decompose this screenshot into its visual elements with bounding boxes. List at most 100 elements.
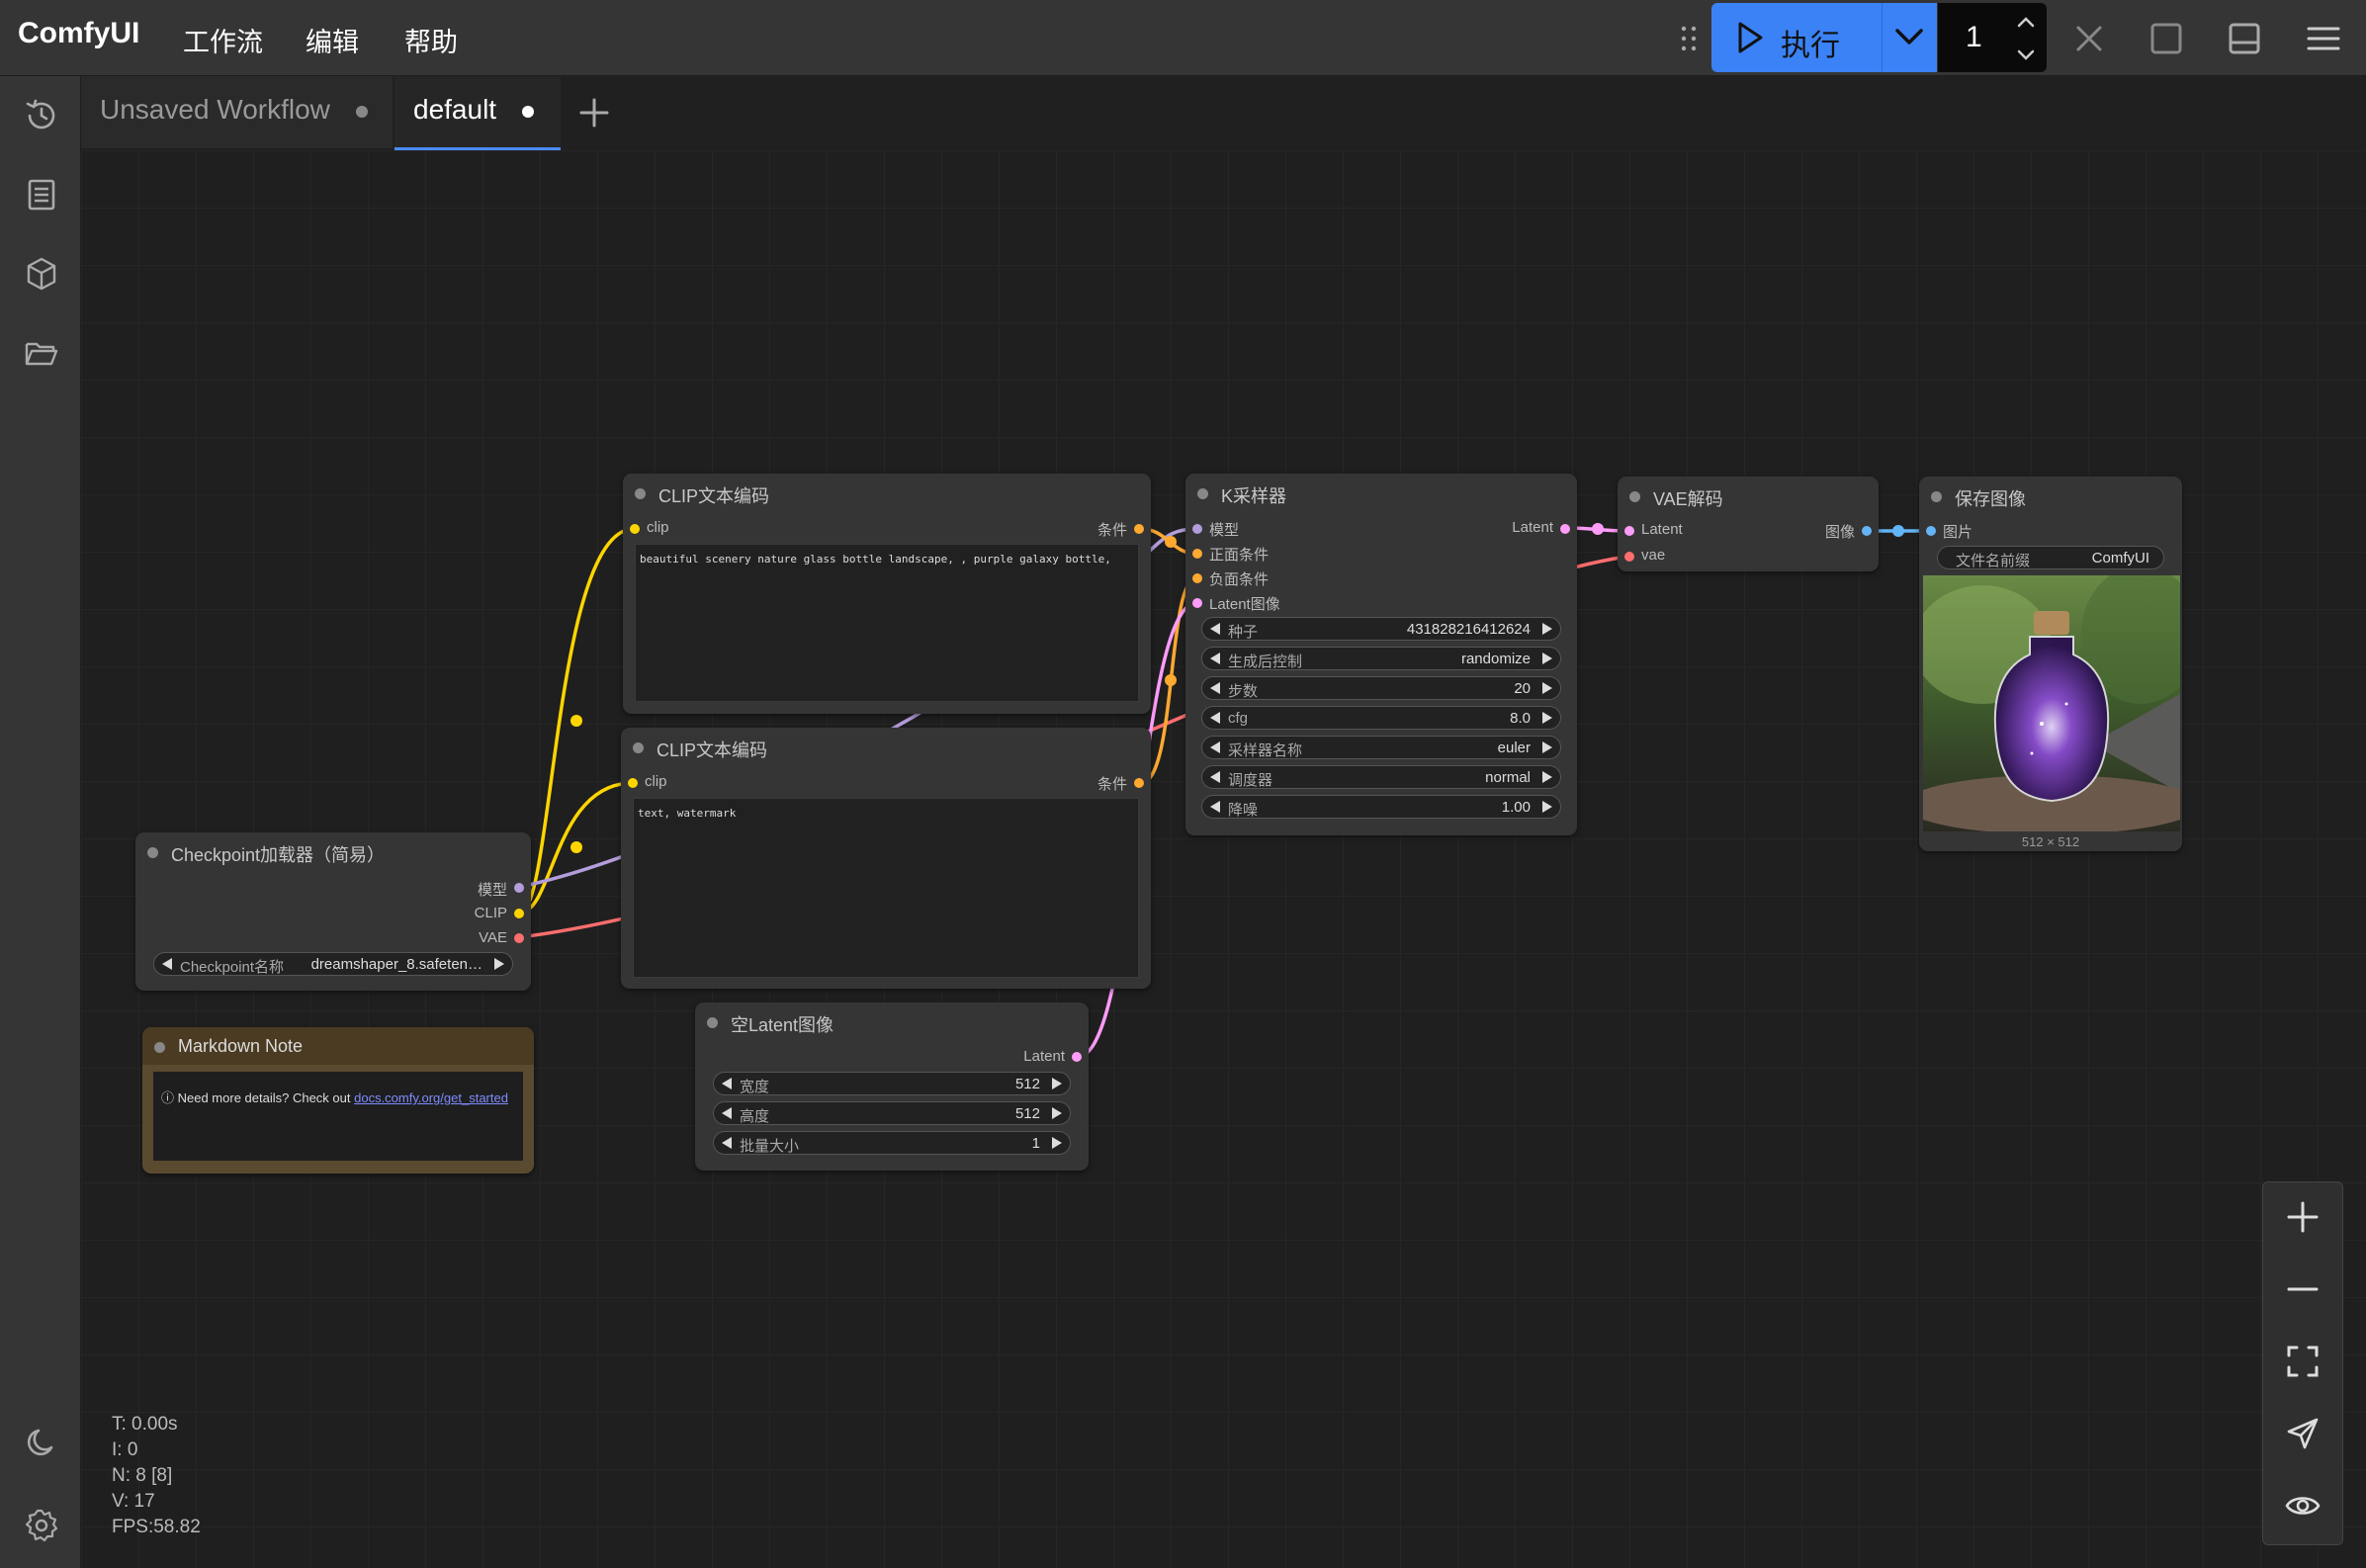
- decrement-arrow-icon[interactable]: [722, 1137, 732, 1149]
- input-slot-positive[interactable]: [1192, 549, 1202, 559]
- output-slot-vae[interactable]: [514, 933, 524, 943]
- node-title[interactable]: K采样器: [1185, 474, 1577, 511]
- run-options-chevron-icon[interactable]: [1882, 3, 1937, 72]
- increment-arrow-icon[interactable]: [1542, 682, 1552, 694]
- collapse-dot-icon[interactable]: [635, 488, 646, 499]
- note-content[interactable]: ⓘ Need more details? Check out docs.comf…: [153, 1072, 523, 1161]
- bottom-panel-icon[interactable]: [2226, 20, 2263, 57]
- workflows-folder-icon[interactable]: [24, 335, 59, 371]
- input-slot-clip[interactable]: [628, 778, 638, 788]
- pointer-mode-send-icon[interactable]: [2284, 1415, 2322, 1452]
- collapse-dot-icon[interactable]: [707, 1017, 718, 1028]
- output-slot-clip[interactable]: [514, 909, 524, 918]
- node-title[interactable]: 保存图像: [1919, 477, 2182, 514]
- node-clip-text-encode-positive[interactable]: CLIP文本编码 clip 条件 beautiful scenery natur…: [623, 474, 1151, 714]
- collapse-dot-icon[interactable]: [1629, 491, 1640, 502]
- decrement-arrow-icon[interactable]: [722, 1107, 732, 1119]
- decrement-arrow-icon[interactable]: [1210, 771, 1220, 783]
- collapse-dot-icon[interactable]: [633, 742, 644, 753]
- increment-arrow-icon[interactable]: [1542, 623, 1552, 635]
- increment-arrow-icon[interactable]: [1052, 1078, 1062, 1089]
- collapse-dot-icon[interactable]: [1931, 491, 1942, 502]
- toggle-links-eye-icon[interactable]: [2284, 1487, 2322, 1524]
- input-slot-latent[interactable]: [1624, 526, 1634, 536]
- tab-default[interactable]: default: [394, 76, 561, 150]
- settings-gear-icon[interactable]: [24, 1508, 59, 1543]
- node-title[interactable]: Markdown Note: [142, 1027, 534, 1065]
- decrement-chevron-down-icon[interactable]: [2013, 44, 2039, 66]
- theme-moon-icon[interactable]: [24, 1426, 59, 1461]
- node-markdown-note[interactable]: Markdown Note ⓘ Need more details? Check…: [142, 1027, 534, 1174]
- decrement-arrow-icon[interactable]: [162, 958, 172, 970]
- input-slot-clip[interactable]: [630, 524, 640, 534]
- output-slot-latent[interactable]: [1072, 1052, 1082, 1062]
- increment-arrow-icon[interactable]: [494, 958, 504, 970]
- output-slot-conditioning[interactable]: [1134, 778, 1144, 788]
- increment-arrow-icon[interactable]: [1542, 712, 1552, 724]
- hamburger-menu-icon[interactable]: [2305, 20, 2342, 57]
- input-slot-images[interactable]: [1926, 526, 1936, 536]
- model-library-cube-icon[interactable]: [24, 256, 59, 292]
- input-slot-latent-image[interactable]: [1192, 598, 1202, 608]
- increment-arrow-icon[interactable]: [1542, 741, 1552, 753]
- batch-count-input[interactable]: 1: [1938, 3, 2047, 72]
- node-save-image[interactable]: 保存图像 图片 文件名前缀 ComfyUI 512 × 512: [1919, 477, 2182, 851]
- decrement-arrow-icon[interactable]: [1210, 712, 1220, 724]
- tab-unsaved-workflow[interactable]: Unsaved Workflow: [81, 76, 393, 148]
- increment-chevron-up-icon[interactable]: [2013, 11, 2039, 33]
- docs-link[interactable]: docs.comfy.org/get_started: [354, 1090, 508, 1105]
- increment-arrow-icon[interactable]: [1052, 1107, 1062, 1119]
- output-slot-latent[interactable]: [1560, 524, 1570, 534]
- fit-view-icon[interactable]: [2284, 1343, 2322, 1380]
- node-title[interactable]: VAE解码: [1618, 477, 1879, 514]
- collapse-dot-icon[interactable]: [147, 847, 158, 858]
- input-slot-negative[interactable]: [1192, 573, 1202, 583]
- node-library-icon[interactable]: [24, 177, 59, 213]
- new-tab-plus-icon[interactable]: [577, 96, 611, 130]
- node-title[interactable]: CLIP文本编码: [621, 728, 1151, 765]
- focus-mode-square-icon[interactable]: [2147, 20, 2185, 57]
- decrement-arrow-icon[interactable]: [1210, 801, 1220, 813]
- input-slot-model[interactable]: [1192, 524, 1202, 534]
- decrement-arrow-icon[interactable]: [722, 1078, 732, 1089]
- zoom-out-minus-icon[interactable]: [2284, 1270, 2322, 1308]
- app-logo[interactable]: ComfyUI: [18, 17, 140, 49]
- increment-arrow-icon[interactable]: [1052, 1137, 1062, 1149]
- run-button[interactable]: 执行: [1711, 3, 1937, 72]
- node-clip-text-encode-negative[interactable]: CLIP文本编码 clip 条件 text, watermark: [621, 728, 1151, 989]
- node-vae-decode[interactable]: VAE解码 Latent vae 图像: [1618, 477, 1879, 571]
- node-checkpoint-loader[interactable]: Checkpoint加载器（简易） 模型 CLIP VAE Checkpoint…: [135, 832, 531, 991]
- menu-help[interactable]: 帮助: [404, 28, 458, 57]
- history-icon[interactable]: [24, 98, 59, 133]
- close-icon[interactable]: [2070, 20, 2108, 57]
- output-slot-conditioning[interactable]: [1134, 524, 1144, 534]
- prompt-textarea[interactable]: beautiful scenery nature glass bottle la…: [635, 544, 1139, 702]
- menu-edit[interactable]: 编辑: [306, 28, 359, 57]
- zoom-in-plus-icon[interactable]: [2284, 1198, 2322, 1236]
- collapse-dot-icon[interactable]: [1197, 488, 1208, 499]
- increment-arrow-icon[interactable]: [1542, 771, 1552, 783]
- input-slot-vae[interactable]: [1624, 552, 1634, 562]
- decrement-arrow-icon[interactable]: [1210, 682, 1220, 694]
- drag-handle-icon[interactable]: [1679, 24, 1699, 53]
- node-title[interactable]: Checkpoint加载器（简易）: [135, 832, 531, 870]
- collapse-dot-icon[interactable]: [154, 1042, 165, 1053]
- node-title[interactable]: CLIP文本编码: [623, 474, 1151, 511]
- prompt-textarea[interactable]: text, watermark: [633, 798, 1139, 978]
- output-slot-model[interactable]: [514, 883, 524, 893]
- decrement-arrow-icon[interactable]: [1210, 653, 1220, 664]
- node-title[interactable]: 空Latent图像: [695, 1002, 1089, 1040]
